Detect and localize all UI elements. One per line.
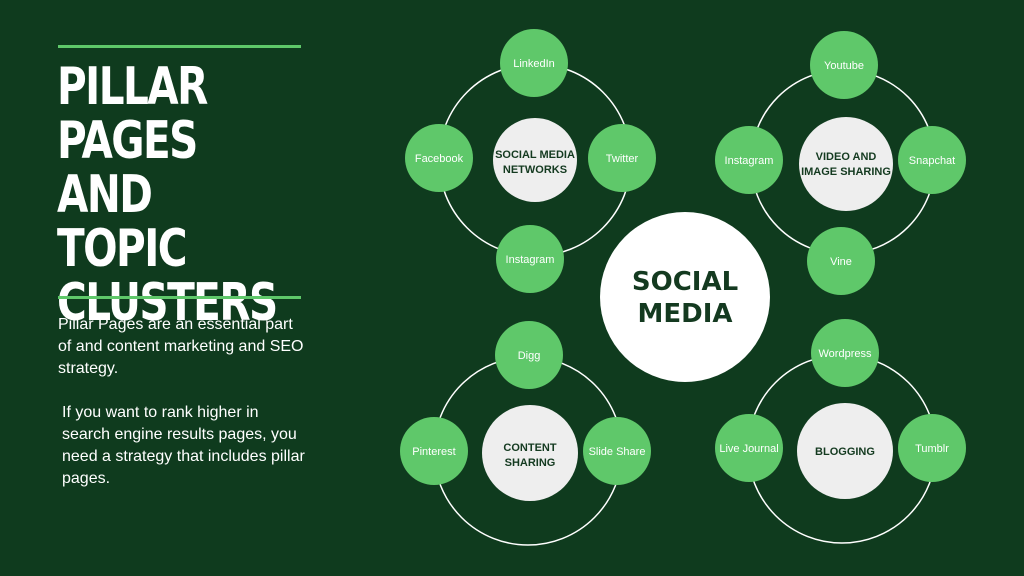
cluster-hub-label: SHARING: [505, 457, 556, 469]
topic-label: Live Journal: [719, 443, 778, 455]
center-hub-label: SOCIAL: [632, 267, 738, 297]
bottom-divider: [58, 296, 301, 299]
cluster-hub-label: NETWORKS: [503, 164, 567, 176]
cluster-social-media-networks: SOCIAL MEDIA NETWORKS LinkedIn Twitter I…: [405, 29, 656, 293]
cluster-hub-label: SOCIAL MEDIA: [495, 149, 575, 161]
topic-node: [405, 124, 473, 192]
cluster-hub: [482, 405, 578, 501]
topic-node: [807, 227, 875, 295]
intro-paragraph-1: Pillar Pages are an essential part of an…: [58, 316, 304, 377]
topic-node: [583, 417, 651, 485]
intro-paragraph-2: If you want to rank higher in search eng…: [62, 404, 305, 487]
cluster-hub: [493, 118, 577, 202]
cluster-hub-label: CONTENT: [503, 442, 556, 454]
topic-node: [715, 126, 783, 194]
topic-node: [400, 417, 468, 485]
topic-node: [810, 31, 878, 99]
intro-text: Pillar Pages are an essential part of an…: [58, 314, 308, 490]
topic-label: Instagram: [506, 254, 555, 266]
topic-node: [715, 414, 783, 482]
topic-node: [898, 414, 966, 482]
topic-node: [496, 225, 564, 293]
cluster-hub-label: IMAGE SHARING: [801, 166, 891, 178]
topic-node: [588, 124, 656, 192]
topic-node: [495, 321, 563, 389]
cluster-hub-label: VIDEO AND: [816, 151, 877, 163]
cluster-content-sharing: CONTENT SHARING Digg Slide Share Pintere…: [400, 321, 651, 546]
topic-label: Slide Share: [589, 446, 646, 458]
topic-node: [500, 29, 568, 97]
topic-node: [898, 126, 966, 194]
cluster-hub-label: BLOGGING: [815, 446, 875, 458]
topic-label: Youtube: [824, 60, 864, 72]
topic-label: LinkedIn: [513, 58, 555, 70]
slide-title: PILLAR PAGES AND TOPIC CLUSTERS: [57, 57, 278, 333]
topic-label: Digg: [518, 350, 541, 362]
topic-label: Instagram: [725, 155, 774, 167]
center-hub-circle: [600, 212, 770, 382]
topic-label: Vine: [830, 256, 852, 268]
cluster-hub: [799, 117, 893, 211]
top-divider: [58, 45, 301, 48]
topic-label: Twitter: [606, 153, 639, 165]
cluster-hub: [797, 403, 893, 499]
topic-label: Snapchat: [909, 155, 955, 167]
topic-label: Wordpress: [819, 348, 872, 360]
cluster-video-image-sharing: VIDEO AND IMAGE SHARING Youtube Snapchat…: [715, 31, 966, 295]
cluster-blogging: BLOGGING Wordpress Tumblr Live Journal: [715, 319, 966, 544]
topic-node: [811, 319, 879, 387]
topic-label: Facebook: [415, 153, 464, 165]
topic-label: Pinterest: [412, 446, 455, 458]
center-hub-label: MEDIA: [637, 299, 732, 329]
center-hub: SOCIAL MEDIA: [600, 212, 770, 382]
topic-label: Tumblr: [915, 443, 949, 455]
